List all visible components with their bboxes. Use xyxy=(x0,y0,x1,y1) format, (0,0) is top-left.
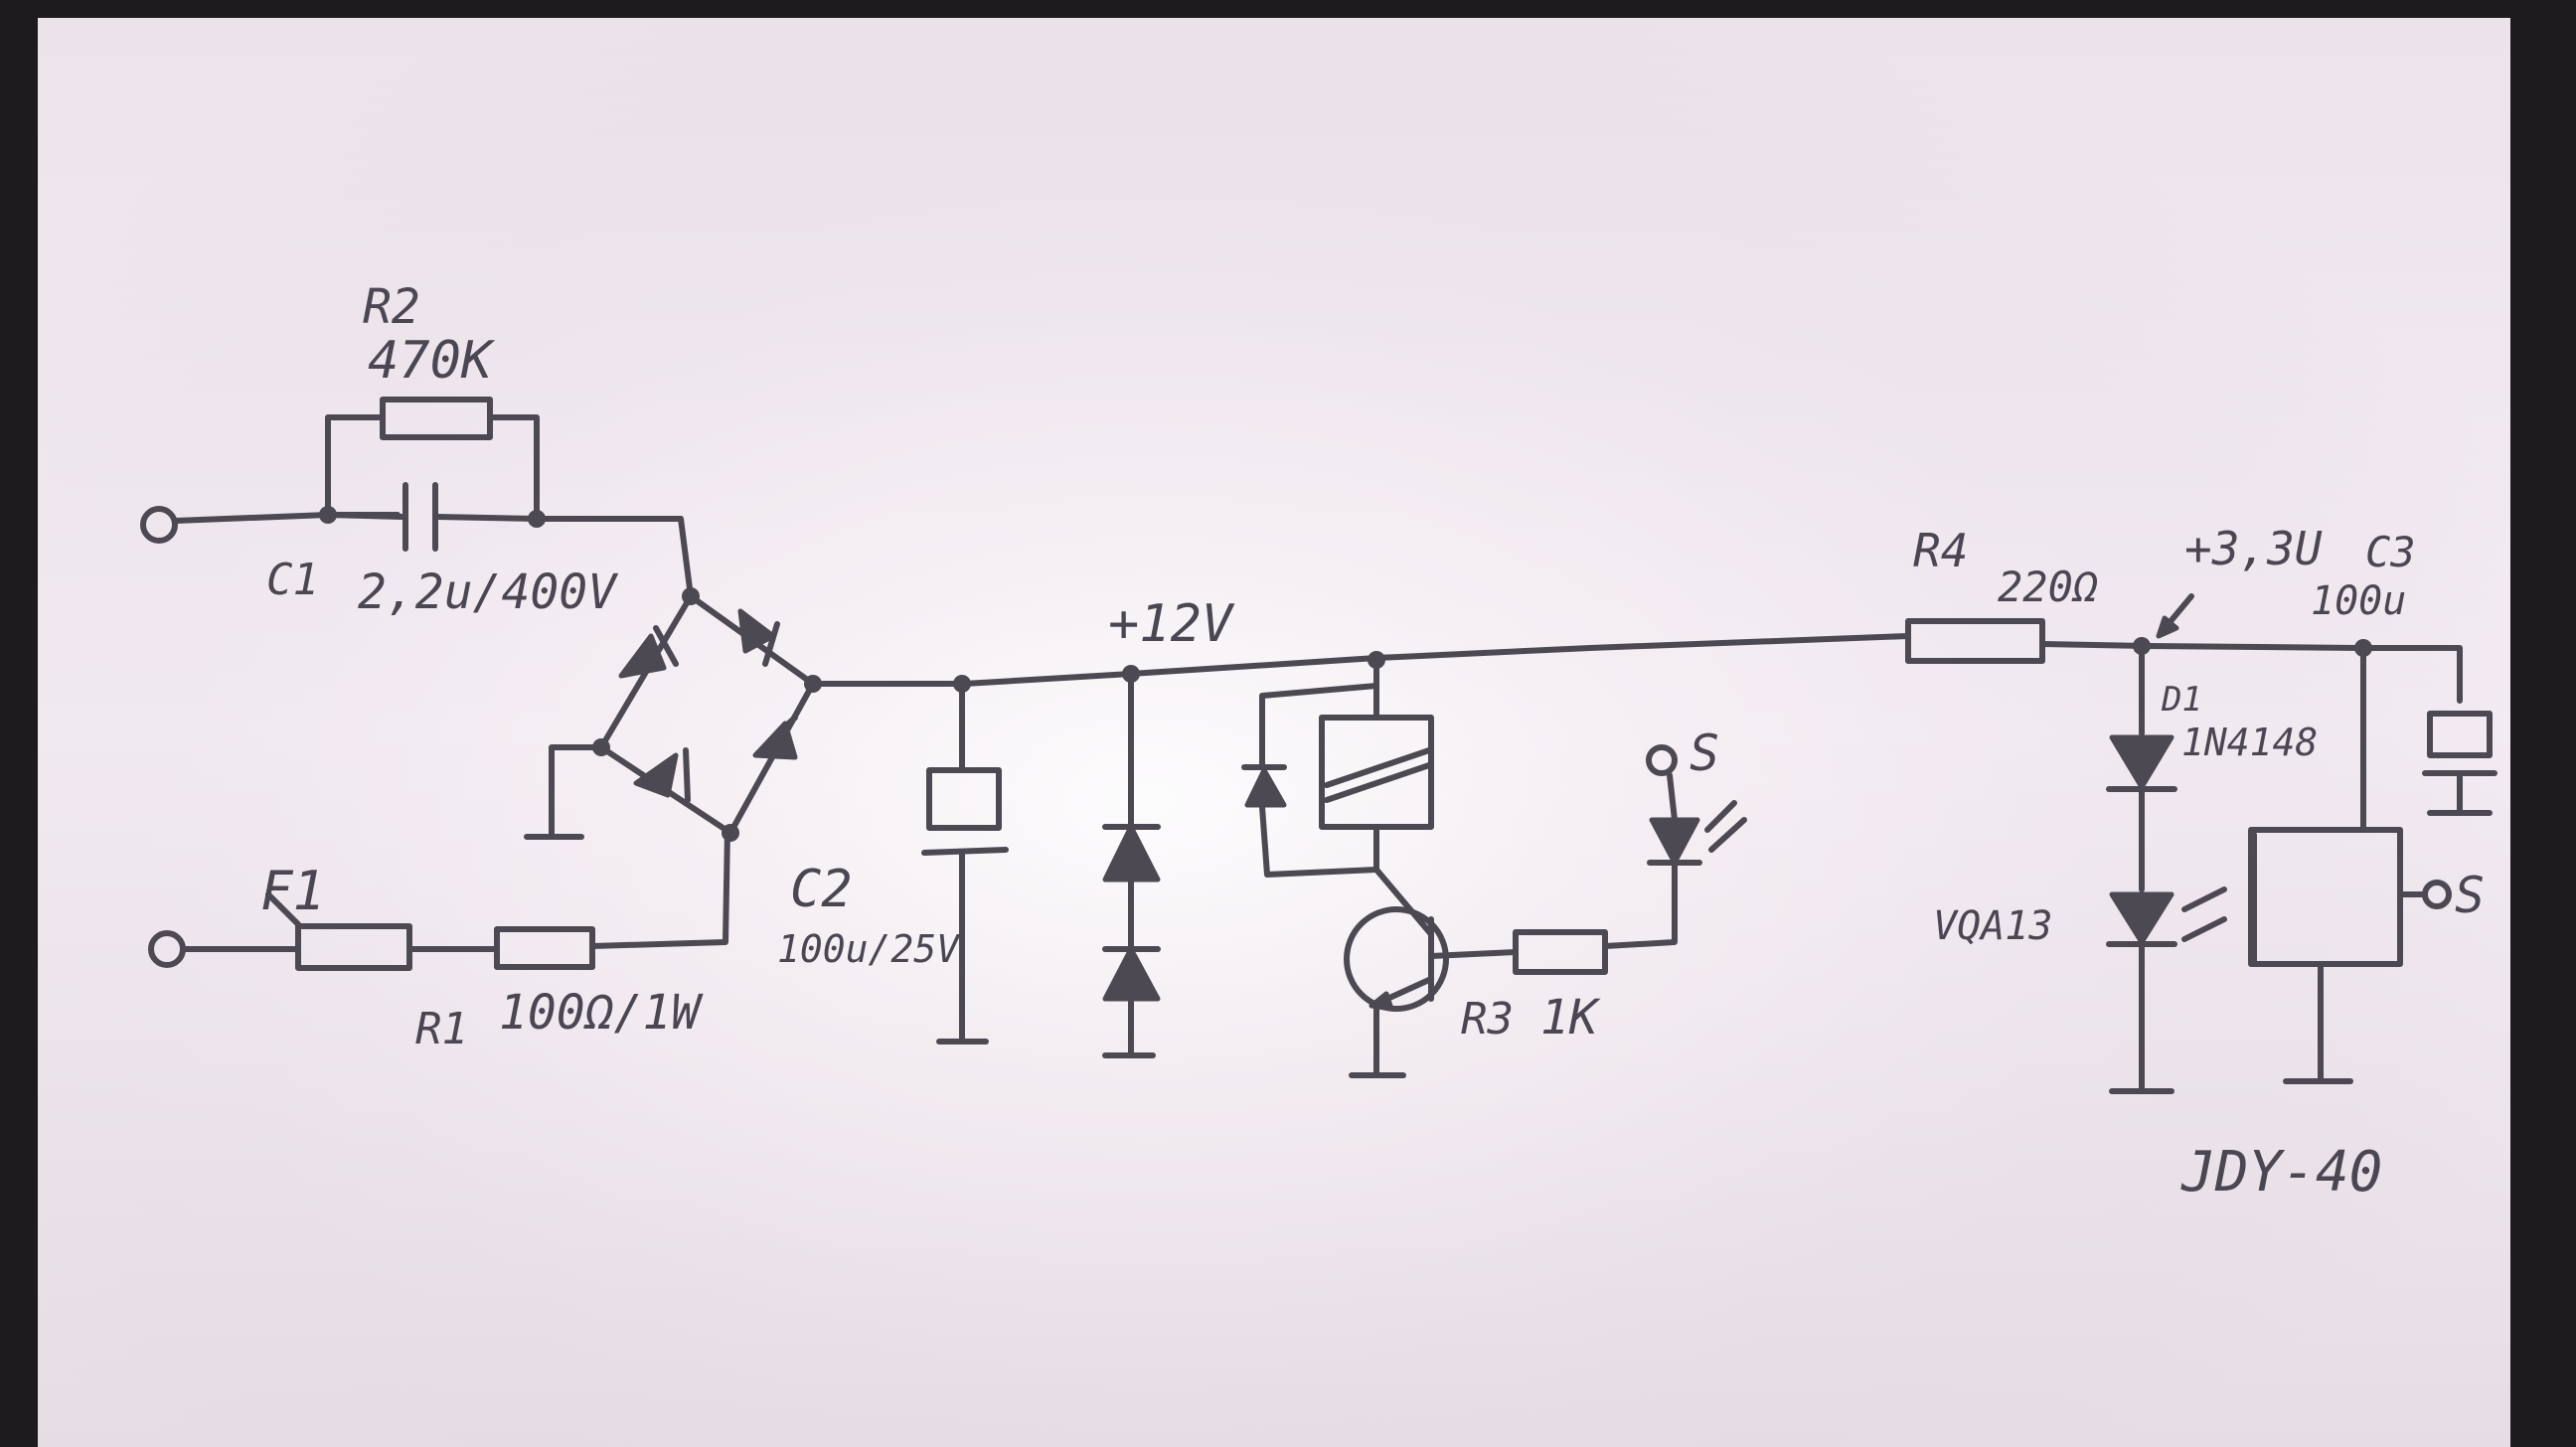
label-s-top: S xyxy=(1690,724,1719,782)
relay-k1 xyxy=(1241,657,1434,878)
label-c2-name: C2 xyxy=(790,860,853,919)
label-r3-name: R3 xyxy=(1461,994,1514,1045)
label-rail-12v: +12V xyxy=(1108,594,1235,654)
label-r4-value: 220Ω xyxy=(1998,563,2098,611)
label-rail-33v: +3,3U xyxy=(2184,522,2323,575)
label-r1-value: 100Ω/1W xyxy=(499,985,704,1041)
capacitor-c2 xyxy=(921,681,1009,1045)
label-f1-name: F1 xyxy=(260,860,325,922)
label-jdy40: JDY-40 xyxy=(2180,1140,2382,1205)
transistor-q1 xyxy=(1344,867,1519,1078)
label-r2-value: 470K xyxy=(368,331,496,391)
terminal-top xyxy=(140,506,178,544)
input-section xyxy=(140,397,730,971)
label-c1-value: 2,2u/400V xyxy=(358,564,619,620)
label-r1-name: R1 xyxy=(415,1004,468,1054)
bridge-rectifier xyxy=(524,587,822,842)
label-c3-name: C3 xyxy=(2365,528,2416,576)
label-c2-value: 100u/25V xyxy=(777,927,961,971)
terminal-s-top xyxy=(1646,744,1678,776)
label-d1-value: 1N4148 xyxy=(2181,721,2318,764)
d1-led-chain xyxy=(2106,643,2227,1094)
label-r3-value: 1K xyxy=(1540,990,1601,1045)
label-r4-name: R4 xyxy=(1913,524,1968,577)
zener-diodes xyxy=(1102,671,1161,1058)
jdy40-module xyxy=(2248,645,2452,1084)
resistor-r4 xyxy=(1905,618,2045,664)
r3-led-branch xyxy=(1513,744,1747,975)
label-vqa13: VQA13 xyxy=(1933,903,2052,949)
label-d1-name: D1 xyxy=(2161,680,2202,720)
label-c3-value: 100u xyxy=(2311,578,2406,624)
label-s-right: S xyxy=(2455,867,2485,924)
label-r2-name: R2 xyxy=(363,279,420,335)
terminal-s-right xyxy=(2422,880,2452,909)
resistor-r3 xyxy=(1513,929,1608,975)
label-c1-name: C1 xyxy=(266,555,319,605)
capacitor-c3 xyxy=(2422,711,2497,816)
